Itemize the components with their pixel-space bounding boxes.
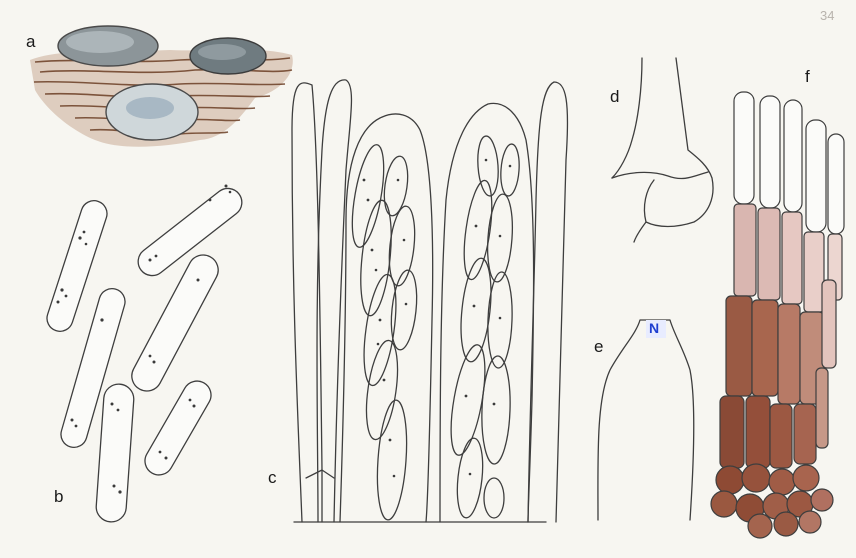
panel-label-f: f bbox=[805, 67, 810, 87]
panel-label-c: c bbox=[268, 468, 277, 488]
panel-label-d: d bbox=[610, 87, 619, 107]
ascus-apex-drawing bbox=[598, 320, 694, 520]
amyloid-stain-mark: N bbox=[649, 320, 659, 336]
ascospores-drawing bbox=[44, 183, 248, 523]
asci-paraphyses-drawing bbox=[292, 80, 568, 522]
panel-label-a: a bbox=[26, 32, 35, 52]
habit-drawing bbox=[30, 26, 293, 147]
page-mark: 34 bbox=[820, 8, 834, 23]
panel-label-e: e bbox=[594, 337, 603, 357]
panel-label-b: b bbox=[54, 487, 63, 507]
pigmented-cells-drawing bbox=[711, 92, 844, 538]
excipulum-detail-drawing bbox=[612, 58, 713, 242]
